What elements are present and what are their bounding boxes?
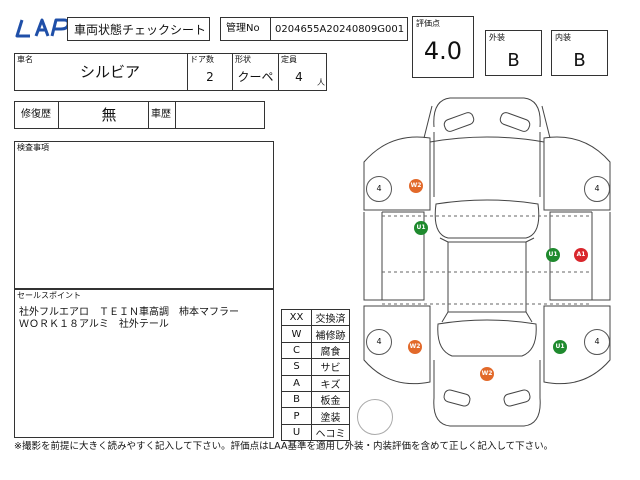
- car-history-label: 車歴: [151, 109, 171, 120]
- kanri-box: 管理No 0204655A20240809G001: [220, 17, 408, 41]
- doors-value: 2: [206, 70, 214, 84]
- shape-cell: 形状 クーペ: [232, 54, 278, 90]
- legend-code: P: [281, 407, 312, 425]
- legend-code: XX: [281, 308, 312, 327]
- sheet-title: 車両状態チェックシート: [74, 23, 207, 37]
- stamp-circle: [357, 399, 393, 435]
- car-history-label-cell: 車歴: [148, 102, 176, 128]
- damage-marker: W2: [408, 340, 422, 354]
- doors-cell: ドア数 2: [187, 54, 232, 90]
- repair-label-cell: 修復歴: [15, 102, 59, 128]
- sales-line-2: ＷＯＲＫ１８アルミ 社外テール: [19, 319, 169, 330]
- capacity-label: 定員: [281, 55, 297, 64]
- legend-code: S: [281, 358, 312, 376]
- vehicle-name: シルビア: [79, 63, 140, 81]
- damage-marker: U1: [553, 340, 567, 354]
- legend-meaning: サビ: [311, 358, 350, 376]
- tire-front-left: 4: [366, 176, 392, 202]
- exterior-label: 外装: [489, 33, 505, 42]
- exterior-box: 外装 B: [485, 30, 542, 76]
- legend-code: B: [281, 390, 312, 409]
- legend-meaning: 板金: [311, 390, 350, 409]
- legend-meaning: 腐食: [311, 341, 350, 360]
- vehicle-info-box: 車名 シルビア ドア数 2 形状 クーペ 定員 4 人: [14, 53, 327, 91]
- legend-code: U: [281, 423, 312, 442]
- sales-point-box: セールスポイント 社外フルエアロ ＴＥＩＮ車高調 柿本マフラー ＷＯＲＫ１８アル…: [14, 289, 274, 438]
- damage-marker: A1: [574, 248, 588, 262]
- doors-label: ドア数: [190, 55, 214, 64]
- sales-label: セールスポイント: [17, 291, 81, 300]
- tire-front-right: 4: [584, 176, 610, 202]
- tire-rear-left-value: 4: [376, 337, 382, 346]
- exterior-grade: B: [507, 50, 520, 71]
- inspection-label: 検査事項: [17, 143, 49, 152]
- capacity-unit: 人: [317, 78, 325, 87]
- damage-marker: W2: [409, 179, 423, 193]
- interior-box: 内装 B: [551, 30, 608, 76]
- tire-rear-right-value: 4: [594, 337, 600, 346]
- damage-marker: U1: [546, 248, 560, 262]
- inspection-box: 検査事項: [14, 141, 274, 289]
- history-box: 修復歴 無 車歴: [14, 101, 265, 129]
- repair-value: 無: [101, 106, 117, 124]
- legend-code: C: [281, 341, 312, 360]
- repair-label: 修復歴: [21, 109, 51, 120]
- interior-grade: B: [573, 50, 586, 71]
- tire-front-left-value: 4: [376, 184, 382, 193]
- title-box: 車両状態チェックシート: [67, 17, 210, 41]
- tire-rear-left: 4: [366, 329, 392, 355]
- interior-label: 内装: [555, 33, 571, 42]
- kanri-label: 管理No: [226, 23, 260, 34]
- legend-meaning: 補修跡: [311, 325, 350, 343]
- legend-code: W: [281, 325, 312, 343]
- legend-meaning: 交換済: [311, 308, 350, 327]
- legend-code: A: [281, 374, 312, 392]
- tire-rear-right: 4: [584, 329, 610, 355]
- score-label: 評価点: [416, 19, 440, 28]
- score-box: 評価点 4.0: [412, 16, 474, 78]
- damage-marker: W2: [480, 367, 494, 381]
- shape-value: クーペ: [237, 70, 274, 84]
- sales-line-1: 社外フルエアロ ＴＥＩＮ車高調 柿本マフラー: [19, 307, 239, 318]
- capacity-cell: 定員 4 人: [278, 54, 326, 90]
- legend-meaning: キズ: [311, 374, 350, 392]
- laa-logo: [15, 18, 70, 38]
- legend-meaning: 塗装: [311, 407, 350, 425]
- car-diagram: [363, 97, 611, 427]
- legend-meaning: ヘコミ: [311, 423, 350, 442]
- kanri-value: 0204655A20240809G001: [275, 24, 405, 35]
- name-label: 車名: [17, 55, 33, 64]
- tire-front-right-value: 4: [594, 184, 600, 193]
- damage-marker: U1: [414, 221, 428, 235]
- footer-note: ※撮影を前提に大きく読みやすく記入して下さい。評価点はLAA基準を適用し外装・内…: [14, 441, 554, 452]
- shape-label: 形状: [235, 55, 251, 64]
- capacity-value: 4: [295, 70, 303, 84]
- kanri-label-cell: 管理No: [221, 18, 271, 40]
- score-value: 4.0: [423, 37, 463, 65]
